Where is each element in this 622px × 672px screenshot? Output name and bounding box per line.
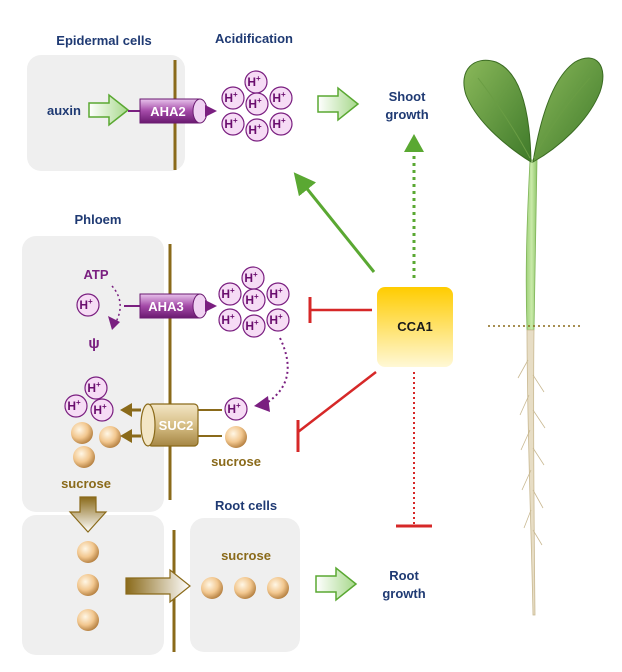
auxin-label: auxin: [47, 103, 81, 118]
sucrose-root-label: sucrose: [221, 548, 271, 563]
proton-ion: H+: [245, 92, 269, 116]
sucrose-molecule: [73, 446, 95, 468]
root-cells-label: Root cells: [215, 498, 277, 513]
svg-text:H+: H+: [67, 398, 81, 413]
proton-ion: H+: [269, 86, 293, 110]
cca1-to-shoot-growth-arrowhead-icon: [404, 134, 424, 152]
aha3-label: AHA3: [148, 299, 183, 314]
proton-ion: H+: [242, 314, 266, 338]
proton-ion: H+: [245, 118, 269, 142]
proton-ion: H+: [242, 288, 266, 312]
shoot-growth-arrow-icon: [317, 86, 360, 122]
acidification-label: Acidification: [215, 31, 293, 46]
seedling-right-leaf-vein: [533, 77, 591, 159]
svg-text:H+: H+: [227, 401, 241, 416]
aha3-pump: AHA3: [139, 293, 208, 319]
root-growth-label-1: Root: [389, 568, 419, 583]
svg-text:H+: H+: [272, 90, 286, 105]
proton-ion: H+: [221, 112, 245, 136]
cca1-box: [377, 287, 453, 367]
proton-ion: H+: [244, 70, 268, 94]
sucrose-phloem-label: sucrose: [61, 476, 111, 491]
svg-text:H+: H+: [269, 286, 283, 301]
phloem-proton: H+: [76, 293, 100, 317]
seedling-root: [526, 329, 536, 616]
phloem-downward-arrow-icon: [68, 496, 108, 533]
svg-text:H+: H+: [248, 96, 262, 111]
psi-label: ψ: [88, 335, 99, 352]
svg-text:H+: H+: [79, 297, 93, 312]
seedling-illustration: [463, 57, 604, 616]
root-sucrose-molecule: [201, 577, 223, 599]
root-sucrose-molecule: [267, 577, 289, 599]
seedling-left-leaf-vein: [477, 77, 531, 159]
svg-text:H+: H+: [248, 122, 262, 137]
root-sucrose-molecule: [234, 577, 256, 599]
svg-text:H+: H+: [93, 402, 107, 417]
svg-text:H+: H+: [87, 380, 101, 395]
seedling-right-leaf: [532, 57, 604, 163]
sucrose-molecule: [77, 609, 99, 631]
shoot-growth-label-2: growth: [385, 107, 428, 122]
cca1-label: CCA1: [397, 319, 432, 334]
proton-ion: H+: [218, 308, 242, 332]
proton-ion: H+: [218, 282, 242, 306]
svg-text:H+: H+: [247, 74, 261, 89]
proton-return-arrowhead-icon: [254, 396, 270, 412]
atp-cycle-arrow: [111, 285, 121, 323]
svg-text:H+: H+: [224, 116, 238, 131]
atp-label: ATP: [83, 267, 108, 282]
aha2-pump: AHA2: [139, 98, 208, 124]
proton-cluster-acidification: H+ H+ H+ H+ H+ H+ H+: [221, 70, 293, 142]
proton-ion: H+: [269, 112, 293, 136]
proton-ion: H+: [266, 308, 290, 332]
aha2-label: AHA2: [150, 104, 185, 119]
seedling-stem: [525, 159, 538, 331]
apoplast-sucrose: [225, 426, 247, 448]
atp-cycle-arrowhead-icon: [108, 316, 120, 330]
sucrose-apoplast-label: sucrose: [211, 454, 261, 469]
root-growth-label-2: growth: [382, 586, 425, 601]
suc2-label: SUC2: [159, 418, 194, 433]
svg-text:H+: H+: [245, 318, 259, 333]
phloem-proton-2: H+: [64, 394, 88, 418]
shoot-growth-label-1: Shoot: [389, 89, 426, 104]
svg-text:H+: H+: [221, 286, 235, 301]
cca1-inhibits-suc2: [297, 371, 377, 433]
proton-cluster-phloem: H+ H+ H+ H+ H+ H+ H+: [218, 266, 290, 338]
svg-text:H+: H+: [224, 90, 238, 105]
auxin-arrow-icon: [88, 93, 130, 127]
root-growth-arrow-icon: [315, 566, 358, 602]
sucrose-to-root-arrow-icon: [125, 568, 191, 604]
svg-text:H+: H+: [245, 292, 259, 307]
svg-text:H+: H+: [269, 312, 283, 327]
sucrose-molecule: [71, 422, 93, 444]
proton-ion: H+: [266, 282, 290, 306]
seedling-root-hairs: [517, 359, 546, 546]
cca1-activates-acidification-arrow: [293, 172, 376, 273]
suc2-transporter: SUC2: [140, 403, 199, 447]
phloem-proton-3: H+: [90, 398, 114, 422]
proton-ion: H+: [241, 266, 265, 290]
phloem-proton-1: H+: [84, 376, 108, 400]
svg-text:H+: H+: [221, 312, 235, 327]
suc2-sucrose-output-arrowhead-icon: [120, 429, 132, 443]
seedling-left-leaf: [463, 59, 532, 163]
svg-text:H+: H+: [272, 116, 286, 131]
phloem-proton-group: H+ H+ H+: [64, 376, 114, 422]
sucrose-molecule: [77, 574, 99, 596]
proton-return-arrow: [267, 337, 289, 403]
proton-ion: H+: [221, 86, 245, 110]
apoplast-proton: H+: [224, 397, 248, 421]
sucrose-molecule: [77, 541, 99, 563]
svg-text:H+: H+: [244, 270, 258, 285]
suc2-proton-output-arrowhead-icon: [120, 403, 132, 417]
sucrose-molecule: [99, 426, 121, 448]
epidermal-cells-label: Epidermal cells: [56, 33, 151, 48]
phloem-label: Phloem: [75, 212, 122, 227]
